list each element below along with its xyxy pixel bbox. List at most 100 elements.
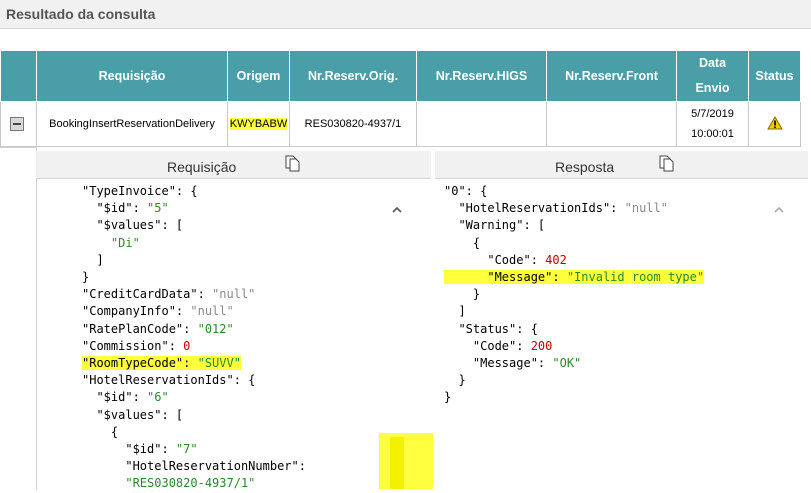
cell-nr-reserv-higs: [416, 101, 547, 147]
header-nr-reserv-higs[interactable]: Nr.Reserv.HIGS: [416, 50, 547, 102]
code-line: "Di": [82, 235, 306, 252]
code-token: "CreditCardData":: [82, 287, 213, 302]
code-line: "Message": "OK": [444, 355, 704, 372]
detail-gutter: [0, 147, 37, 490]
code-token: "$values": [: [82, 218, 184, 233]
results-table: Requisição Origem Nr.Reserv.Orig. Nr.Res…: [0, 50, 801, 147]
code-line: "RoomTypeCode": "SUVV": [82, 355, 306, 372]
section-header: Resultado da consulta: [0, 0, 811, 29]
code-line: "Message": "Invalid room type": [444, 269, 705, 286]
code-line: {: [82, 424, 306, 441]
header-data-envio[interactable]: Data Envio: [676, 50, 749, 102]
header-origem[interactable]: Origem: [227, 50, 290, 102]
code-token: }: [444, 390, 452, 405]
code-line: "Warning": [: [444, 217, 704, 234]
code-token: "012": [197, 321, 234, 336]
code-token: "Commission":: [82, 338, 184, 353]
code-line: }: [444, 372, 704, 389]
data-envio-date: 5/7/2019: [691, 108, 734, 120]
code-line: }: [444, 389, 704, 406]
header-expander: [0, 50, 37, 102]
cell-status: [748, 101, 801, 147]
code-token: "Warning": [: [444, 218, 546, 233]
header-requisicao[interactable]: Requisição: [36, 50, 228, 102]
header-nr-reserv-orig[interactable]: Nr.Reserv.Orig.: [289, 50, 417, 102]
copy-icon[interactable]: [284, 154, 302, 172]
code-token: "0": {: [444, 184, 488, 198]
scroll-up-icon[interactable]: [392, 205, 402, 215]
code-token: "$id":: [82, 442, 176, 457]
scroll-highlight: [379, 433, 433, 489]
code-token: "Message": "Invalid room type": [444, 270, 705, 285]
code-token: "6": [147, 390, 169, 405]
code-token: }: [82, 270, 90, 285]
code-line: "Status": {: [444, 321, 704, 338]
code-line: "$values": [: [82, 217, 306, 234]
code-token: 0: [183, 338, 191, 353]
code-line: "Commission": 0: [82, 338, 306, 355]
code-token: ]: [82, 252, 104, 267]
collapse-icon[interactable]: [10, 117, 24, 131]
code-token: "OK": [552, 356, 582, 371]
code-token: "Code":: [444, 338, 531, 353]
code-line: "$values": [: [82, 407, 306, 424]
code-token: 200: [530, 338, 553, 353]
table-row[interactable]: BookingInsertReservationDelivery KWYBABW…: [0, 101, 801, 147]
code-line: "Code": 402: [444, 252, 704, 269]
code-token: "RatePlanCode":: [82, 321, 198, 336]
code-token: "Status": {: [444, 321, 538, 336]
cell-data-envio: 5/7/2019 10:00:01: [676, 101, 749, 147]
code-token: 402: [545, 252, 567, 267]
code-line: "CreditCardData": "null": [82, 286, 306, 303]
code-line: "$id": "7": [82, 441, 306, 458]
code-token: "$values": [: [82, 407, 184, 422]
code-token: {: [444, 235, 481, 250]
code-token: "Code":: [444, 252, 546, 267]
cell-origem: KWYBABW: [227, 101, 290, 147]
response-pane-title: Resposta: [555, 159, 615, 175]
code-line: "RES030820-4937/1": [82, 475, 306, 492]
data-envio-time: 10:00:01: [691, 128, 734, 140]
code-line: }: [82, 269, 306, 286]
cell-requisicao: BookingInsertReservationDelivery: [36, 101, 228, 147]
scroll-up-icon[interactable]: [774, 205, 784, 215]
code-line: ]: [444, 303, 704, 320]
code-token: }: [444, 373, 466, 388]
code-line: "0": {: [444, 183, 704, 200]
response-pane-header: Resposta: [435, 151, 808, 179]
code-token: ]: [444, 304, 466, 319]
spacer: [0, 29, 811, 50]
copy-icon[interactable]: [658, 154, 676, 172]
code-token: "HotelReservationIds":: [444, 201, 625, 216]
code-line: "$id": "6": [82, 389, 306, 406]
code-token: "null": [624, 201, 668, 216]
code-token: "$id":: [82, 390, 148, 405]
request-json[interactable]: "TypeInvoice": { "$id": "5" "$values": […: [82, 183, 306, 493]
code-line: "TypeInvoice": {: [82, 183, 306, 200]
code-token: "RoomTypeCode": "SUVV": [82, 356, 241, 371]
code-token: "HotelReservationNumber":: [82, 459, 306, 474]
response-scrollbar[interactable]: [772, 197, 788, 489]
warning-icon: [766, 115, 783, 129]
code-token: "$id":: [82, 201, 148, 216]
code-token: "null": [212, 287, 256, 302]
expander-cell[interactable]: [0, 101, 37, 147]
section-title: Resultado da consulta: [6, 6, 156, 22]
request-pane-title: Requisição: [167, 159, 237, 175]
code-token: "Di": [82, 235, 140, 250]
code-token: "Message":: [444, 356, 553, 371]
code-line: ]: [82, 252, 306, 269]
header-status[interactable]: Status: [748, 50, 801, 102]
code-line: "HotelReservationNumber":: [82, 458, 306, 475]
code-token: "TypeInvoice": {: [82, 184, 198, 198]
code-line: "$id": "5": [82, 200, 306, 217]
code-token: "5": [147, 201, 169, 216]
code-token: "CompanyInfo":: [82, 304, 191, 319]
code-token: {: [82, 424, 119, 439]
code-line: "CompanyInfo": "null": [82, 303, 306, 320]
code-line: {: [444, 235, 704, 252]
code-token: "RES030820-4937/1": [82, 476, 256, 491]
response-json[interactable]: "0": { "HotelReservationIds": "null" "Wa…: [444, 183, 705, 407]
request-pane-header: Requisição: [36, 151, 431, 179]
header-nr-reserv-front[interactable]: Nr.Reserv.Front: [546, 50, 677, 102]
